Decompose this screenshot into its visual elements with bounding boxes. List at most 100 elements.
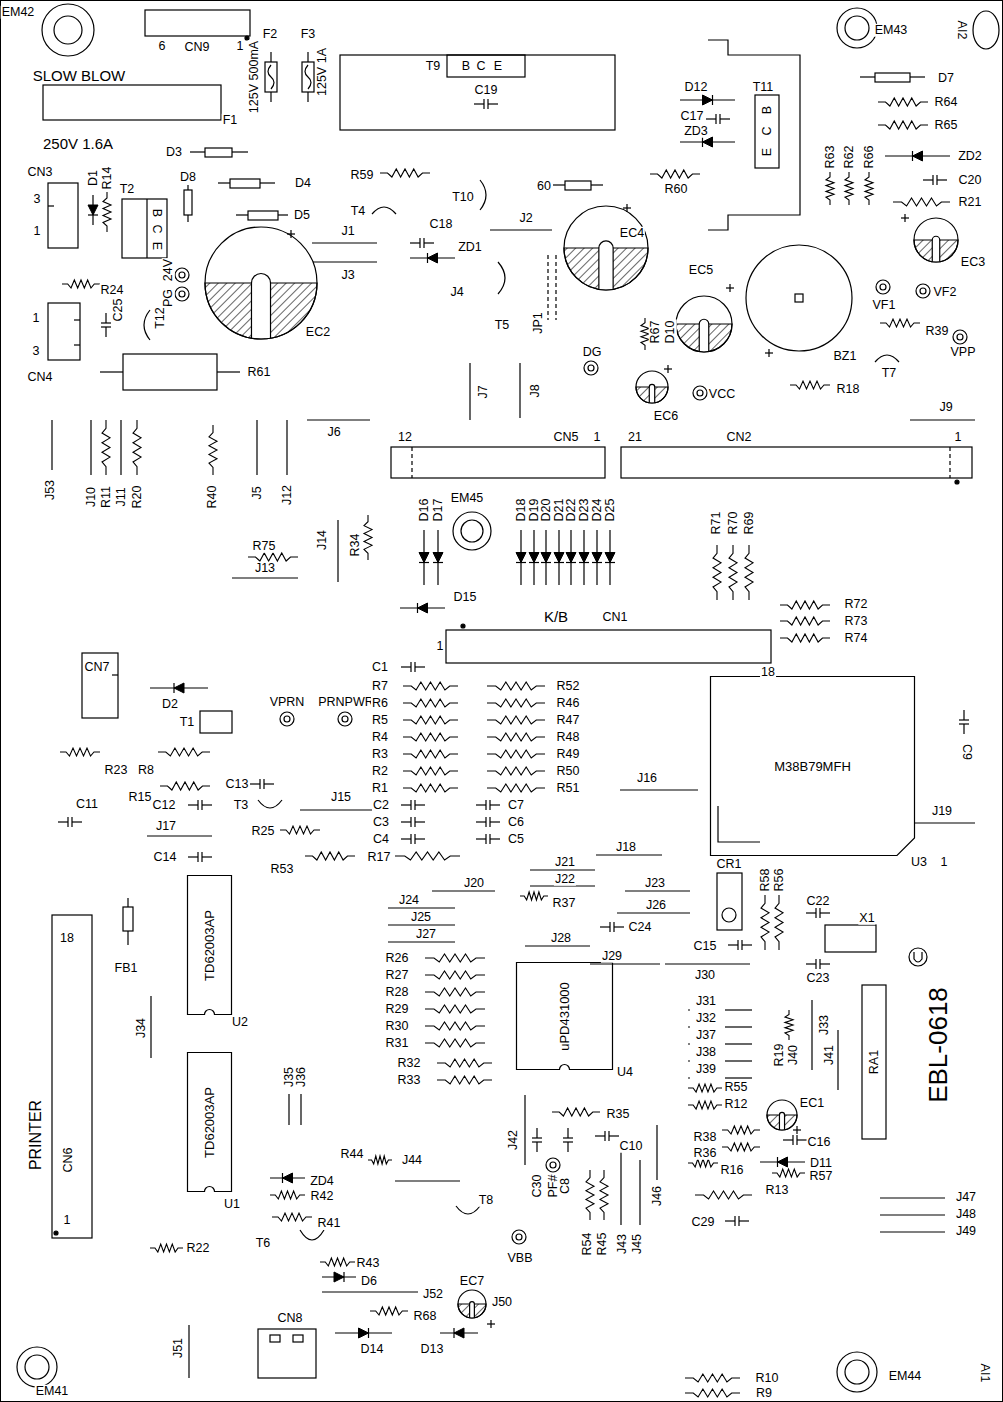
chip-label: uPD431000 — [558, 982, 571, 1051]
resistor-symbol — [722, 1126, 760, 1134]
component-label: U4 — [616, 1066, 634, 1079]
electrolytic-capacitor — [914, 218, 958, 262]
part-outline — [200, 711, 232, 733]
capacitor-symbol — [706, 118, 716, 119]
capacitor-symbol — [567, 1128, 568, 1138]
component-label: SLOW BLOW — [32, 68, 127, 83]
jumper-wire — [725, 1077, 752, 1078]
component-label: EM43 — [874, 24, 909, 37]
jumper-wire — [90, 420, 91, 475]
component-label: R10 — [755, 1372, 780, 1385]
diode-symbol — [88, 205, 98, 215]
jumper-wire — [288, 1094, 289, 1125]
component-label: EC1 — [799, 1097, 825, 1110]
component-label: J18 — [615, 841, 637, 854]
component-label: J47 — [955, 1191, 977, 1204]
electrolytic-capacitor — [458, 1290, 486, 1318]
diode-symbol — [702, 137, 703, 147]
capacitor-symbol — [485, 817, 486, 827]
capacitor-symbol — [923, 179, 933, 180]
component-label: T5 — [494, 319, 511, 332]
jumper-wire — [880, 1231, 945, 1232]
diode-body — [184, 190, 192, 215]
jumper-wire — [725, 1009, 752, 1010]
component-label: J15 — [330, 791, 352, 804]
capacitor-symbol — [415, 838, 425, 839]
capacitor-symbol — [797, 1139, 807, 1140]
component-label: K/B — [543, 609, 569, 624]
component-label: R67 — [649, 320, 662, 345]
component-label: R13 — [765, 1184, 790, 1197]
component-label: R73 — [844, 615, 869, 628]
diode-lead — [190, 151, 205, 152]
diode-body — [875, 73, 910, 82]
component-label: 1 — [940, 856, 949, 869]
component-label: 18 — [760, 666, 776, 679]
ic-package: uPD431000 — [516, 962, 613, 1070]
connector-outline — [621, 447, 972, 478]
component-label: R57 — [809, 1170, 834, 1183]
resistor-symbol — [772, 1169, 805, 1177]
component-label: 12 — [397, 431, 413, 444]
capacitor-symbol — [415, 804, 425, 805]
resistor-lead — [217, 371, 240, 372]
component-label: D10 — [664, 320, 677, 345]
diode-symbol — [579, 562, 589, 563]
electrolytic-capacitor — [205, 227, 317, 339]
resistor-symbol — [780, 634, 830, 642]
component-label: CN2 — [725, 431, 752, 444]
capacitor-symbol — [259, 779, 260, 789]
resistor-symbol — [586, 1170, 594, 1220]
capacitor-symbol — [202, 856, 212, 857]
resistor-symbol — [487, 682, 545, 690]
component-label: PG — [162, 288, 175, 308]
diode-symbol — [529, 553, 539, 563]
component-label: R64 — [934, 96, 959, 109]
component-label: J29 — [601, 950, 623, 963]
resistor-symbol — [368, 1156, 392, 1164]
component-label: R61 — [247, 366, 272, 379]
component-label: J10 — [85, 486, 98, 508]
mounting-hole — [25, 1355, 49, 1379]
capacitor-symbol — [188, 804, 198, 805]
resistor-symbol — [320, 1258, 355, 1266]
alignment-mark — [973, 11, 999, 49]
capacitor-slot — [779, 1112, 784, 1129]
jumper-wire — [639, 1160, 640, 1225]
component-label: D14 — [360, 1343, 385, 1356]
component-label: D17 — [432, 498, 445, 523]
diode-symbol — [529, 562, 539, 563]
component-label: 1 — [33, 225, 42, 238]
component-label: D22 — [565, 498, 578, 523]
jumper-wire — [910, 419, 975, 420]
component-label: J40 — [787, 1044, 800, 1066]
capacitor-symbol — [197, 852, 198, 862]
component-label: J21 — [554, 856, 576, 869]
resistor-symbol — [487, 767, 545, 775]
component-label: R2 — [371, 765, 389, 778]
diode-symbol — [566, 553, 576, 563]
capacitor-symbol — [490, 838, 500, 839]
component-label: J34 — [135, 1017, 148, 1039]
component-label: J31 — [695, 995, 717, 1008]
resistor-symbol — [425, 971, 485, 979]
component-label: PF# — [547, 1174, 560, 1199]
jumper-wire — [525, 945, 590, 946]
component-label: EC2 — [305, 326, 331, 339]
component-label: J8 — [529, 383, 542, 398]
jumper-wire — [232, 577, 298, 578]
jumper-wire — [395, 1180, 460, 1181]
resistor-symbol — [403, 733, 458, 741]
diode-lead — [910, 76, 925, 77]
component-label: EC3 — [960, 256, 986, 269]
component-label: CR1 — [715, 858, 742, 871]
capacitor-symbol — [488, 103, 498, 104]
resistor-symbol — [403, 716, 458, 724]
component-label: J20 — [463, 877, 485, 890]
resistor-symbol — [403, 750, 458, 758]
component-label: D3 — [165, 146, 183, 159]
capacitor-symbol — [715, 114, 716, 124]
component-label: 1 — [236, 40, 245, 53]
component-label: R44 — [340, 1148, 365, 1161]
